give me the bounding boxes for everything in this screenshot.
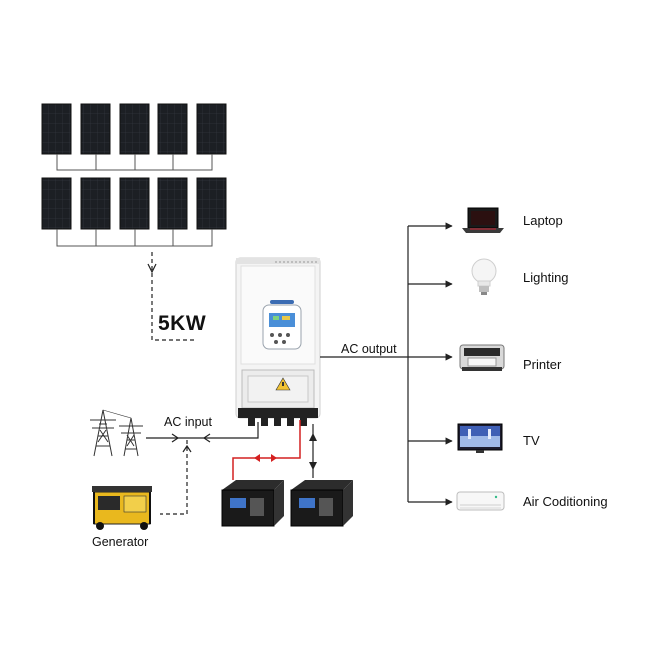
solar-panel [119, 177, 150, 230]
ac-input-label: AC input [164, 415, 212, 429]
solar-panel [157, 103, 188, 155]
power-grid-tower-icon [90, 409, 143, 457]
laptop-icon [462, 207, 504, 233]
power-rating-label: 5KW [158, 312, 207, 335]
printer-icon [459, 344, 505, 371]
generator-icon [92, 486, 152, 530]
light-bulb-icon [471, 258, 497, 295]
solar-panel [196, 103, 227, 155]
load-label-tv: TV [523, 433, 540, 448]
solar-panel [80, 177, 111, 230]
solar-panel [119, 103, 150, 155]
battery-pack [290, 480, 353, 527]
battery-pack [221, 480, 284, 527]
load-label-printer: Printer [523, 357, 562, 372]
ac-output-bus [320, 222, 453, 506]
battery-charge-link [232, 420, 301, 480]
solar-panel [80, 103, 111, 155]
solar-panel [41, 177, 72, 230]
load-label-lighting: Lighting [523, 270, 569, 285]
solar-panel [157, 177, 188, 230]
air-conditioner-icon [456, 491, 505, 511]
load-label-air-conditioning: Air Coditioning [523, 494, 608, 509]
generator-label: Generator [92, 535, 149, 549]
load-label-laptop: Laptop [523, 213, 563, 228]
ac-input-lines [146, 422, 259, 515]
ac-output-label: AC output [341, 342, 397, 356]
pv-connection-line [151, 252, 196, 341]
solar-panel [41, 103, 72, 155]
solar-panel [196, 177, 227, 230]
tv-icon [457, 423, 503, 453]
hybrid-inverter [235, 257, 321, 426]
solar-panel-array [41, 103, 227, 247]
